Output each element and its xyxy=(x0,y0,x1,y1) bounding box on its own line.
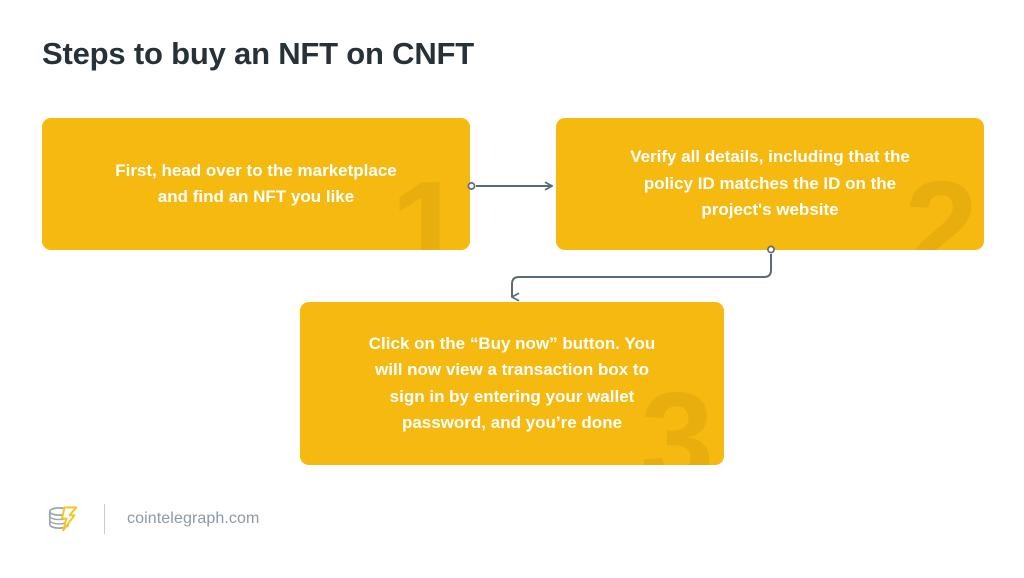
page-title: Steps to buy an NFT on CNFT xyxy=(42,36,475,71)
connector-line-2 xyxy=(510,254,772,302)
step-box-1: 1 First, head over to the marketplace an… xyxy=(42,118,470,250)
cointelegraph-logo xyxy=(48,506,78,532)
footer-brand: cointelegraph.com xyxy=(127,510,260,527)
footer: cointelegraph.com xyxy=(42,498,259,540)
step-text-2: Verify all details, including that the p… xyxy=(630,147,910,220)
footer-divider xyxy=(104,504,105,534)
step-box-3: 3 Click on the “Buy now” button. You wil… xyxy=(300,302,724,465)
step-text-1: First, head over to the marketplace and … xyxy=(115,160,397,206)
connector-step1-to-step2 xyxy=(467,181,554,191)
step-box-2: 2 Verify all details, including that the… xyxy=(556,118,984,250)
connector-step2-to-step3 xyxy=(510,245,775,302)
step-text-3: Click on the “Buy now” button. You will … xyxy=(368,333,656,432)
